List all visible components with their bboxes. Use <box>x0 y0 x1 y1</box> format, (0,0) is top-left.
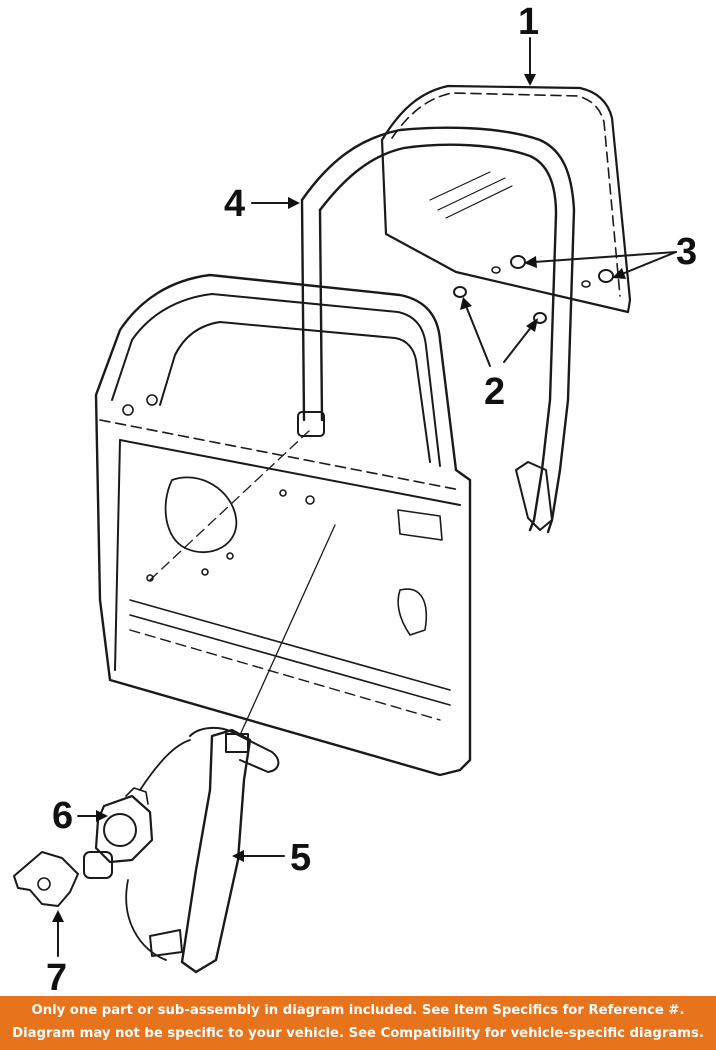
callout-part-7: 7 <box>46 957 67 996</box>
callout-part-5: 5 <box>290 837 311 879</box>
disclaimer-line-2: Diagram may not be specific to your vehi… <box>12 1026 704 1041</box>
exploded-parts-diagram: 1 2 3 4 5 6 7 <box>13 1 697 996</box>
motor-bracket-part-7 <box>13 851 79 907</box>
disclaimer-line-1: Only one part or sub-assembly in diagram… <box>31 1003 685 1018</box>
callout-part-1: 1 <box>518 1 539 43</box>
glass-run-channel-part-4 <box>297 126 576 534</box>
callout-part-3: 3 <box>676 231 697 273</box>
window-motor-part-6 <box>83 787 154 879</box>
fasteners-part-2-and-3 <box>453 255 614 324</box>
callout-part-4: 4 <box>224 183 245 225</box>
callout-part-6: 6 <box>52 795 73 837</box>
door-glass-part-1 <box>380 84 632 314</box>
disclaimer-banner: Only one part or sub-assembly in diagram… <box>0 996 716 1050</box>
window-regulator-part-5 <box>125 726 280 974</box>
door-shell <box>94 273 472 777</box>
callout-part-2: 2 <box>484 371 505 413</box>
leader-arrows <box>52 37 677 957</box>
